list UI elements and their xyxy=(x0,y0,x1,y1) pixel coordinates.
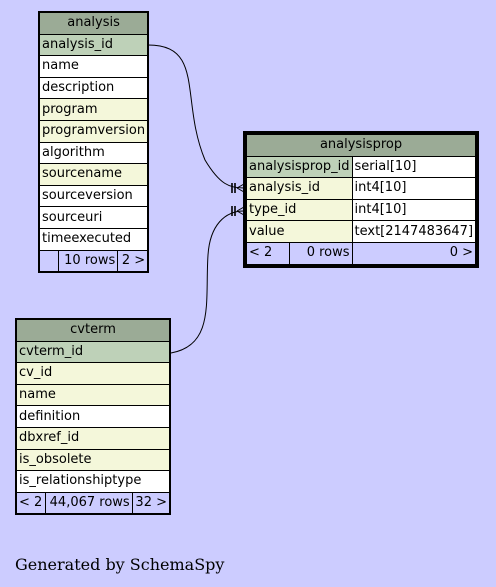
column-row[interactable]: is_relationshiptype xyxy=(17,471,169,492)
column-name: value xyxy=(247,221,352,242)
column-name: cv_id xyxy=(17,363,169,384)
column-row[interactable]: sourceuri xyxy=(40,207,148,228)
column-name: is_obsolete xyxy=(17,449,169,471)
column-row[interactable]: programversion xyxy=(40,120,148,142)
generated-by-footer: Generated by SchemaSpy xyxy=(15,555,225,574)
column-name: analysis_id xyxy=(247,178,352,199)
column-name: name xyxy=(40,56,148,77)
column-name: sourceversion xyxy=(40,185,148,207)
column-row[interactable]: name xyxy=(17,384,169,406)
column-row[interactable]: dbxref_id xyxy=(17,427,169,449)
table-title: cvterm xyxy=(17,320,169,341)
column-name: sourcename xyxy=(40,164,148,185)
children-count[interactable]: 32 > xyxy=(132,492,169,514)
column-row[interactable]: program xyxy=(40,99,148,120)
column-name: algorithm xyxy=(40,142,148,164)
column-row[interactable]: sourcename xyxy=(40,164,148,185)
column-name: type_id xyxy=(247,199,352,221)
parents-count[interactable]: < 2 xyxy=(247,242,289,264)
column-name: programversion xyxy=(40,120,148,142)
column-name: dbxref_id xyxy=(17,427,169,449)
crowfoot-marker-analysis-id xyxy=(231,183,245,193)
column-name: analysisprop_id xyxy=(247,156,352,178)
children-count[interactable]: 2 > xyxy=(118,250,148,272)
parents-count[interactable] xyxy=(40,250,58,272)
parents-count[interactable]: < 2 xyxy=(17,492,45,514)
column-name: sourceuri xyxy=(40,207,148,228)
crowfoot-marker-type-id xyxy=(231,206,245,216)
column-type: int4[10] xyxy=(352,178,476,199)
column-type: int4[10] xyxy=(352,199,476,221)
table-title: analysis xyxy=(40,13,148,34)
column-name: description xyxy=(40,77,148,99)
column-row[interactable]: is_obsolete xyxy=(17,449,169,471)
column-name: timeexecuted xyxy=(40,228,148,250)
table-title-row: analysisprop xyxy=(247,135,476,156)
column-name: definition xyxy=(17,406,169,427)
row-count: 10 rows xyxy=(59,250,118,272)
column-row[interactable]: timeexecuted xyxy=(40,228,148,250)
column-row[interactable]: definition xyxy=(17,406,169,427)
row-count: 0 rows xyxy=(290,242,352,264)
column-row[interactable]: description xyxy=(40,77,148,99)
column-name: cvterm_id xyxy=(17,341,169,363)
column-name: analysis_id xyxy=(40,34,148,56)
column-name: program xyxy=(40,99,148,120)
children-count[interactable]: 0 > xyxy=(352,242,476,264)
edge-analysis-to-analysisprop xyxy=(147,44,245,189)
column-name: is_relationshiptype xyxy=(17,471,169,492)
table-title-row: cvterm xyxy=(17,320,169,341)
column-row[interactable]: cvterm_id xyxy=(17,341,169,363)
column-row[interactable]: cv_id xyxy=(17,363,169,384)
column-type: serial[10] xyxy=(352,156,476,178)
table-title: analysisprop xyxy=(247,135,476,156)
column-row[interactable]: sourceversion xyxy=(40,185,148,207)
row-count: 44,067 rows xyxy=(46,492,132,514)
edge-cvterm-to-analysisprop xyxy=(170,210,245,354)
table-title-row: analysis xyxy=(40,13,148,34)
column-row[interactable]: analysis_id xyxy=(40,34,148,56)
column-name: name xyxy=(17,384,169,406)
column-row[interactable]: name xyxy=(40,56,148,77)
column-row[interactable]: algorithm xyxy=(40,142,148,164)
column-type: text[2147483647] xyxy=(352,221,476,242)
